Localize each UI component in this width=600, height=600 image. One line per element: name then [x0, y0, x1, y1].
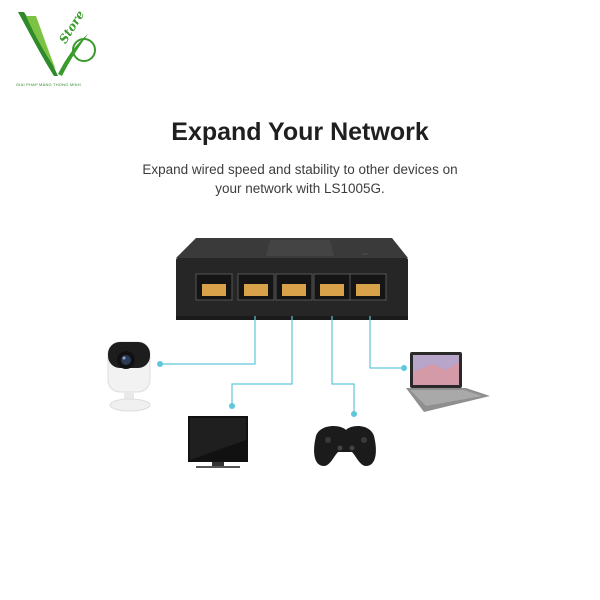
- switch-brand-mark: ⋯: [362, 252, 368, 258]
- connection-tv: [231, 316, 293, 406]
- switch-port: [313, 273, 351, 301]
- store-logo: Store GIAI PHAP MANG THONG MINH: [14, 8, 106, 87]
- connection-lines: [157, 316, 408, 418]
- connection-laptop: [369, 316, 404, 369]
- page-subtitle: Expand wired speed and stability to othe…: [142, 162, 458, 196]
- switch-port: [275, 273, 313, 301]
- logo-tagline: GIAI PHAP MANG THONG MINH: [16, 82, 81, 87]
- ethernet-switch: ⋯: [176, 238, 408, 320]
- switch-port: [349, 273, 387, 301]
- laptop-icon: [406, 352, 490, 412]
- security-camera-icon: [107, 341, 151, 412]
- smart-tv-icon: [188, 416, 248, 468]
- page-title: Expand Your Network: [171, 118, 429, 146]
- v-store-leaf-logo-icon: [18, 12, 96, 76]
- switch-port: [195, 273, 233, 301]
- switch-ports: [195, 273, 387, 301]
- connection-controller: [331, 316, 355, 414]
- switch-port: [237, 273, 275, 301]
- game-controller-icon: [314, 426, 376, 466]
- connection-camera: [160, 316, 256, 365]
